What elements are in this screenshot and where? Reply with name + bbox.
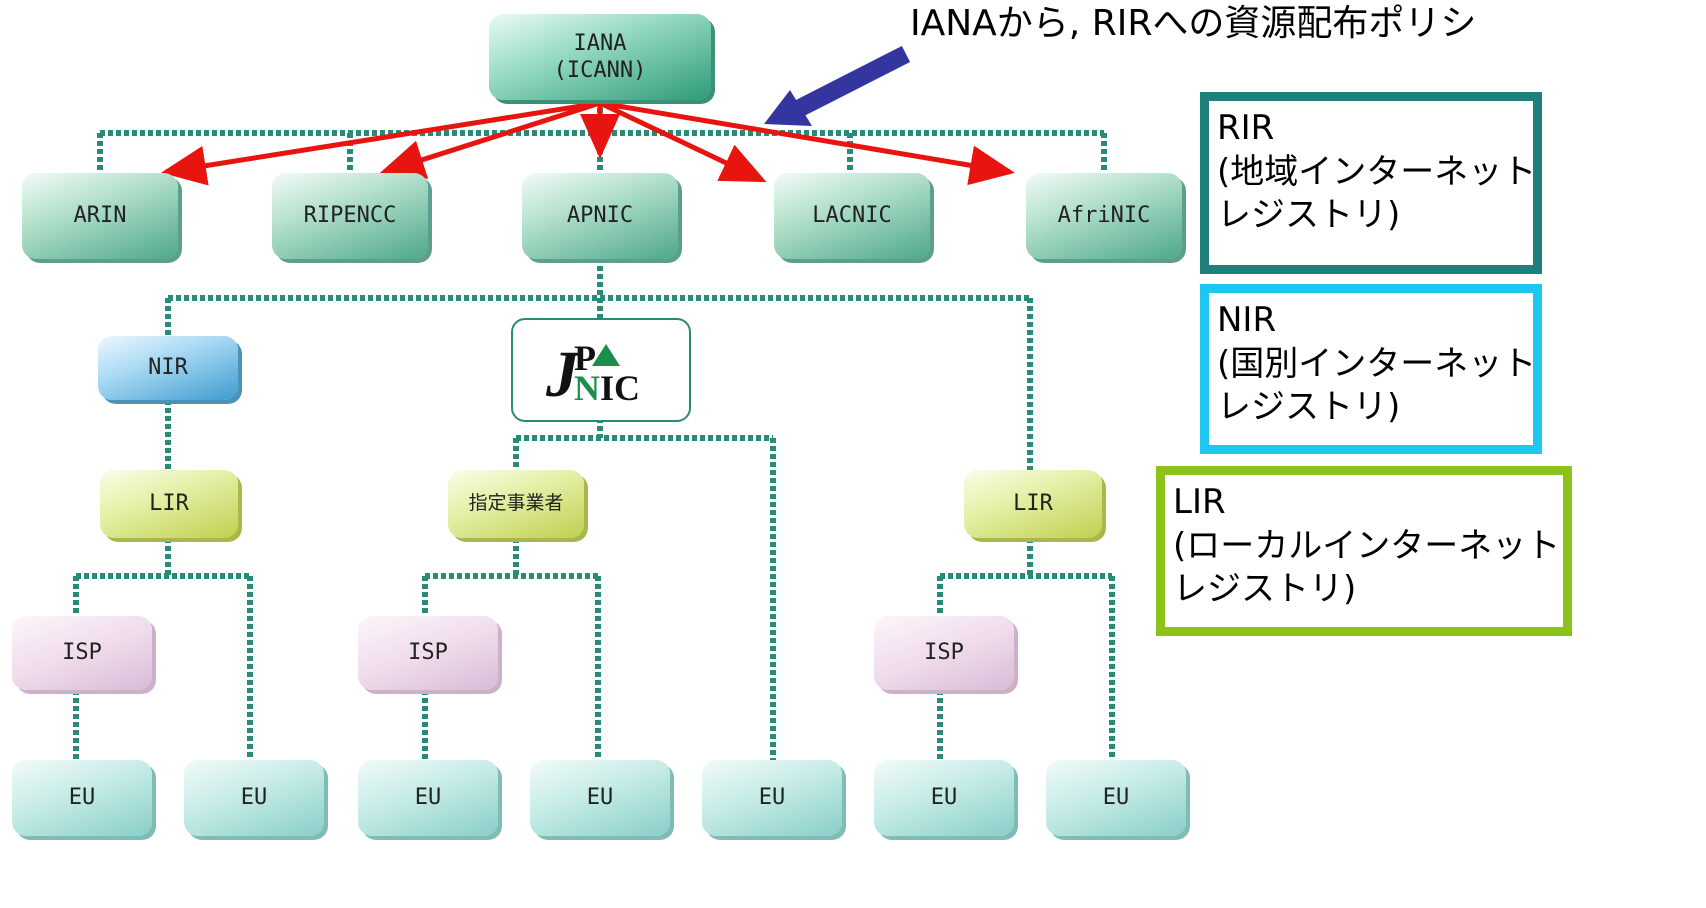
svg-text:N: N <box>574 368 600 408</box>
svg-text:IC: IC <box>600 368 640 408</box>
legend-nir-line1: (国別インターネット <box>1217 343 1537 384</box>
eu-node-1: EU <box>12 760 152 836</box>
legend-rir-line2: レジストリ) <box>1217 195 1401 236</box>
legend-nir-line2: レジストリ) <box>1217 387 1401 428</box>
legend-lir-title: LIR <box>1173 482 1226 522</box>
afrinic-node: AfriNIC <box>1026 173 1182 259</box>
legend-rir: RIR (地域インターネット レジストリ) <box>1200 92 1542 274</box>
arin-node: ARIN <box>22 173 178 259</box>
jpnic-logo: J P N IC <box>511 318 691 422</box>
isp-node-center: ISP <box>358 616 498 690</box>
isp-node-left: ISP <box>12 616 152 690</box>
designated-operator-node: 指定事業者 <box>448 470 584 538</box>
legend-lir: LIR (ローカルインターネット レジストリ) <box>1156 466 1572 636</box>
legend-rir-line1: (地域インターネット <box>1217 151 1537 192</box>
ripencc-node: RIPENCC <box>272 173 428 259</box>
isp-node-right: ISP <box>874 616 1014 690</box>
lacnic-node: LACNIC <box>774 173 930 259</box>
eu-node-5: EU <box>702 760 842 836</box>
arrow-to-arin <box>161 100 601 186</box>
eu-node-6: EU <box>874 760 1014 836</box>
eu-node-4: EU <box>530 760 670 836</box>
jpnic-logo-mark: J P N IC <box>545 338 640 410</box>
nir-node: NIR <box>98 336 238 400</box>
legend-rir-title: RIR <box>1217 108 1275 148</box>
iana-node: IANA (ICANN) <box>489 14 711 100</box>
legend-lir-line2: レジストリ) <box>1173 569 1357 610</box>
annotation-text: IANAから, RIRへの資源配布ポリシ <box>910 3 1477 44</box>
lir-node-right: LIR <box>964 470 1102 538</box>
pointer-arrow <box>764 45 911 126</box>
apnic-node: APNIC <box>522 173 678 259</box>
arrow-to-afrinic <box>599 100 1015 186</box>
legend-nir-title: NIR <box>1217 300 1277 340</box>
eu-node-2: EU <box>184 760 324 836</box>
arrow-to-lacnic <box>598 100 767 183</box>
lir-node-left: LIR <box>100 470 238 538</box>
legend-nir: NIR (国別インターネット レジストリ) <box>1200 284 1542 454</box>
eu-node-7: EU <box>1046 760 1186 836</box>
legend-lir-line1: (ローカルインターネット <box>1173 525 1561 566</box>
arrow-to-ripencc <box>379 100 601 179</box>
svg-text:J: J <box>545 338 581 410</box>
svg-text:P: P <box>574 338 596 378</box>
eu-node-3: EU <box>358 760 498 836</box>
